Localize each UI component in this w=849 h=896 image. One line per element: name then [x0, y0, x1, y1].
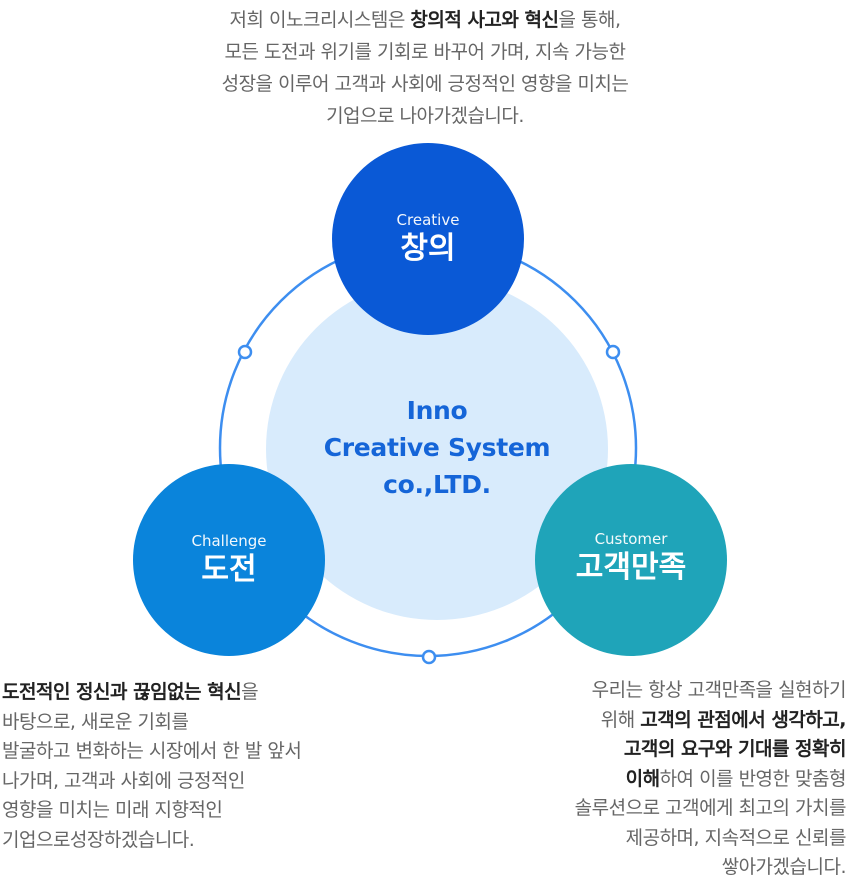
challenge-line-5: 영향을 미치는 미래 지향적인 [2, 799, 223, 821]
intro-paragraph: 저희 이노크리시스템은 창의적 사고와 혁신을 통해, 모든 도전과 위기를 기… [120, 4, 730, 132]
challenge-line-2: 바탕으로, 새로운 기회를 [2, 710, 189, 733]
customer-line-2-bold: 고객의 관점에서 생각하고, [640, 708, 846, 731]
challenge-label-ko: 도전 [201, 552, 257, 587]
challenge-line-3: 발굴하고 변화하는 시장에서 한 발 앞서 [2, 740, 302, 762]
intro-line-4: 기업으로 나아가겠습니다. [326, 105, 524, 127]
challenge-circle [133, 464, 325, 656]
intro-line-2: 모든 도전과 위기를 기회로 바꾸어 가며, 지속 가능한 [224, 41, 626, 63]
creative-label-ko: 창의 [400, 231, 456, 266]
company-name-line-2: Creative System [323, 433, 551, 462]
challenge-label-en: Challenge [191, 532, 267, 550]
challenge-line-4: 나가며, 고객과 사회에 긍정적인 [2, 769, 245, 792]
customer-label-ko: 고객만족 [575, 550, 687, 585]
company-name-line-3: co.,LTD. [383, 470, 491, 499]
ring-node-right [605, 344, 621, 360]
customer-description: 우리는 항상 고객만족을 실현하기 위해 고객의 관점에서 생각하고, 고객의 … [440, 676, 847, 883]
challenge-line-1: 도전적인 정신과 끊임없는 혁신을 [2, 678, 402, 708]
customer-label: Customer 고객만족 [531, 529, 731, 587]
customer-line-3: 고객의 요구와 기대를 정확히 [440, 735, 847, 765]
challenge-label: Challenge 도전 [129, 531, 329, 589]
center-circle [266, 278, 608, 620]
challenge-line-1-bold: 도전적인 정신과 끊임없는 혁신 [2, 681, 242, 703]
customer-line-7: 쌓아가겠습니다. [721, 856, 847, 878]
intro-line-3: 성장을 이루어 고객과 사회에 긍정적인 영향을 미치는 [221, 73, 629, 95]
creative-label-en: Creative [396, 211, 460, 229]
intro-line-1-bold: 창의적 사고와 혁신 [410, 9, 559, 31]
customer-line-2-pre: 위해 [600, 708, 641, 731]
company-name-line-1: Inno [406, 396, 468, 425]
customer-line-4: 이해하여 이를 반영한 맞춤형 [440, 765, 847, 795]
challenge-description: 도전적인 정신과 끊임없는 혁신을 바탕으로, 새로운 기회를 발굴하고 변화하… [2, 678, 402, 855]
ring-node-bottom [421, 649, 437, 665]
customer-line-4-post: 하여 이를 반영한 맞춤형 [659, 767, 847, 790]
customer-line-6: 제공하며, 지속적으로 신뢰를 [625, 826, 847, 849]
customer-circle [535, 464, 727, 656]
customer-line-5: 솔루션으로 고객에게 최고의 가치를 [574, 797, 847, 819]
ring-node-left [237, 344, 253, 360]
intro-line-1: 저희 이노크리시스템은 창의적 사고와 혁신을 통해, [120, 4, 730, 36]
customer-line-3-bold: 고객의 요구와 기대를 정확히 [623, 738, 847, 760]
challenge-line-1-post: 을 [241, 681, 259, 703]
customer-label-en: Customer [594, 530, 668, 548]
customer-line-4-bold: 이해 [625, 767, 660, 790]
intro-line-1-post: 을 통해, [558, 9, 621, 31]
intro-line-1-pre: 저희 이노크리시스템은 [229, 9, 411, 31]
challenge-line-6: 기업으로성장하겠습니다. [2, 828, 195, 851]
customer-line-1: 우리는 항상 고객만족을 실현하기 [591, 679, 847, 701]
customer-line-2: 위해 고객의 관점에서 생각하고, [440, 706, 847, 736]
company-name: Inno Creative System co.,LTD. [266, 392, 608, 503]
creative-label: Creative 창의 [328, 210, 528, 268]
creative-circle [332, 143, 524, 335]
